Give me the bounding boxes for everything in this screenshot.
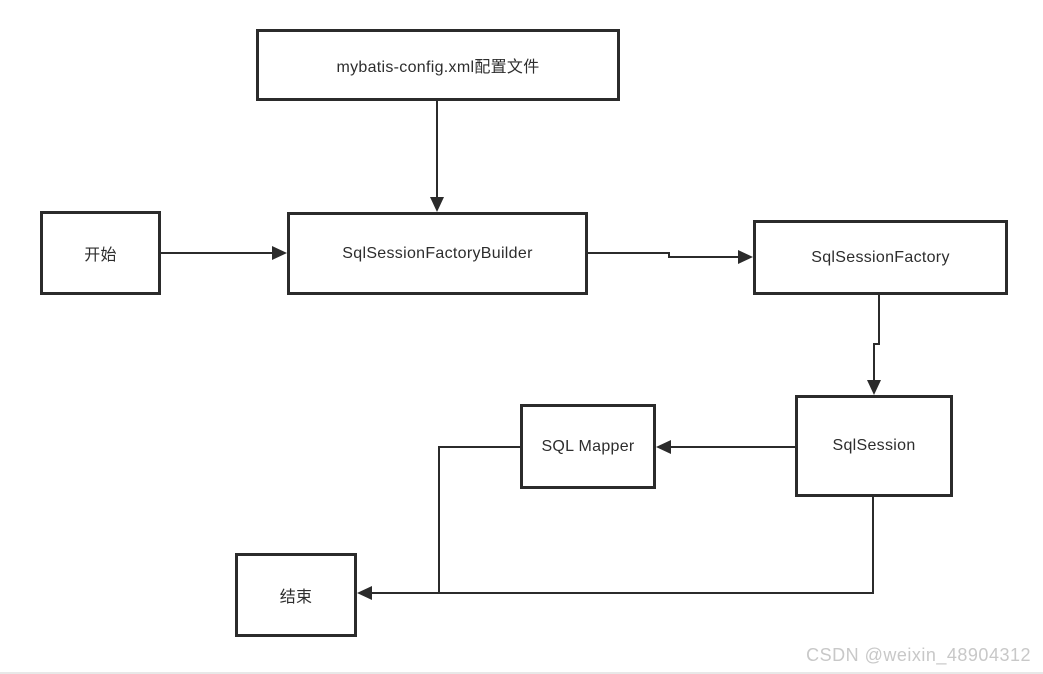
connector-config-to-builder-line	[436, 101, 438, 199]
connector-builder-to-factory-line-1	[588, 252, 670, 254]
connector-builder-to-factory-line-3	[668, 256, 738, 258]
node-start: 开始	[40, 211, 161, 295]
connector-session-to-end-line-1	[872, 497, 874, 594]
node-start-label: 开始	[84, 247, 117, 264]
watermark-text: CSDN @weixin_48904312	[806, 645, 1031, 665]
node-sqlsessionfactory-label: SqlSessionFactory	[811, 248, 950, 266]
node-mybatis-config-file: mybatis-config.xml配置文件	[256, 29, 620, 101]
connector-builder-to-factory-line-2	[668, 252, 670, 258]
connector-session-to-end-line-2	[371, 592, 874, 594]
node-sqlsessionfactorybuilder-label: SqlSessionFactoryBuilder	[342, 244, 533, 262]
arrowhead-left-icon	[656, 440, 671, 454]
node-end: 结束	[235, 553, 357, 637]
node-sqlsessionfactory: SqlSessionFactory	[753, 220, 1008, 295]
arrowhead-down-icon	[430, 197, 444, 212]
connector-mapper-to-end-line-2	[438, 446, 440, 594]
connector-session-to-mapper-line	[670, 446, 795, 448]
node-end-label: 结束	[279, 589, 313, 606]
connector-start-to-builder-line	[161, 252, 273, 254]
node-sql-mapper: SQL Mapper	[520, 404, 656, 489]
arrowhead-left-icon	[357, 586, 372, 600]
connector-factory-to-session-line-1	[878, 295, 880, 345]
node-sql-mapper-label: SQL Mapper	[541, 437, 635, 455]
connector-factory-to-session-line-2	[873, 343, 880, 345]
arrowhead-right-icon	[272, 246, 287, 260]
node-mybatis-config-file-label: mybatis-config.xml配置文件	[336, 59, 540, 76]
node-sqlsession: SqlSession	[795, 395, 953, 497]
node-sqlsession-label: SqlSession	[832, 437, 916, 454]
arrowhead-down-icon	[867, 380, 881, 395]
connector-mapper-to-end-line-1	[438, 446, 520, 448]
arrowhead-right-icon	[738, 250, 753, 264]
node-sqlsessionfactorybuilder: SqlSessionFactoryBuilder	[287, 212, 588, 295]
connector-factory-to-session-line-3	[873, 343, 875, 381]
